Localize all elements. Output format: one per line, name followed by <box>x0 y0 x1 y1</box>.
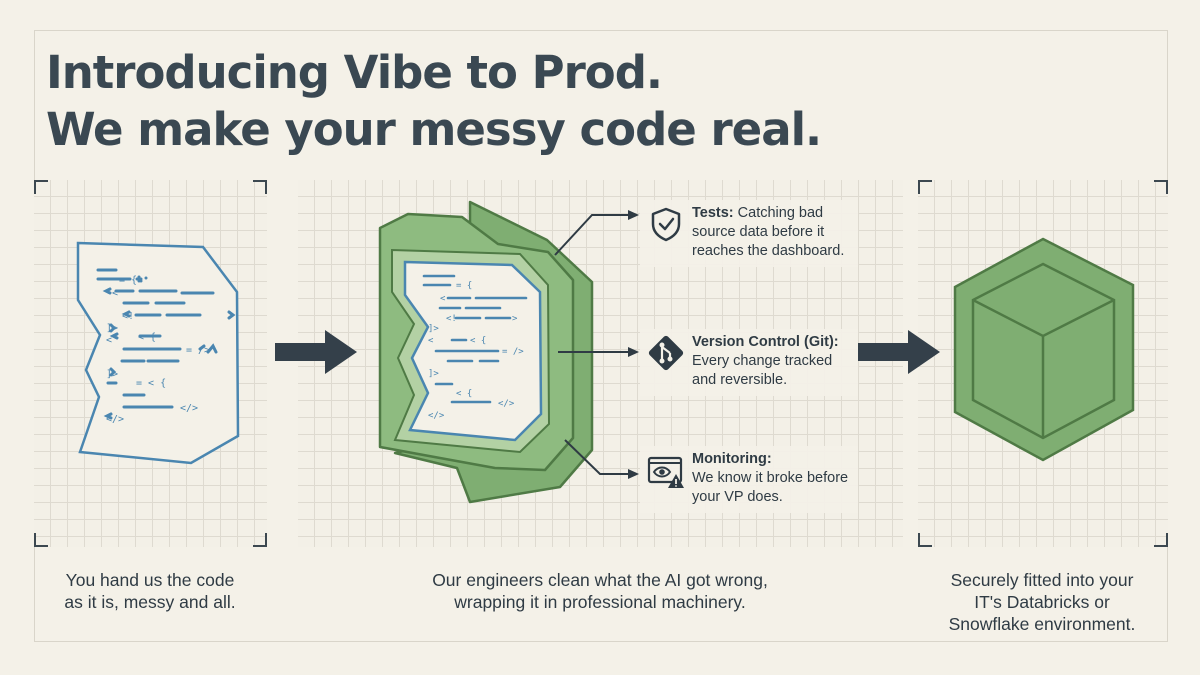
title-line-2: We make your messy code real. <box>46 103 822 156</box>
callout-version-control: Version Control (Git): Every change trac… <box>640 329 858 396</box>
clean-code-glyphs: = { < <! > ]> < < { = /> ]> < { </> </> <box>428 281 524 421</box>
svg-text:]>: ]> <box>428 324 439 334</box>
title-line-1: Introducing Vibe to Prod. <box>46 46 663 99</box>
shield-check-icon <box>651 207 681 242</box>
svg-text:= />: = /> <box>186 345 210 356</box>
corner-mark <box>253 180 267 194</box>
corner-mark <box>253 533 267 547</box>
callout-tests: Tests: Catching bad source data before i… <box>640 200 858 267</box>
svg-text:<: < <box>428 336 434 346</box>
svg-text:<: < <box>112 288 118 299</box>
caption-left: You hand us the code as it is, messy and… <box>40 569 260 613</box>
caption-middle-line-2: wrapping it in professional machinery. <box>454 592 746 612</box>
caption-left-line-2: as it is, messy and all. <box>64 592 236 612</box>
svg-text:= {: = { <box>119 275 137 286</box>
code-glyphs: = { < <! ]> < < { = /> ]> = < { </> </> <box>106 275 210 425</box>
callout-monitoring-label: Monitoring: <box>692 451 772 467</box>
svg-text:< {: < { <box>138 332 156 343</box>
svg-text:< {: < { <box>456 389 472 399</box>
svg-text:= < {: = < { <box>136 378 166 389</box>
caption-middle-line-1: Our engineers clean what the AI got wron… <box>432 570 768 590</box>
callout-monitoring-body: We know it broke before your VP does. <box>692 470 849 505</box>
callout-version-control-text: Version Control (Git): Every change trac… <box>692 333 852 390</box>
code-lines <box>96 268 236 420</box>
caption-middle: Our engineers clean what the AI got wron… <box>380 569 820 613</box>
environment-cube-icon <box>953 237 1135 462</box>
svg-text:< {: < { <box>470 336 486 346</box>
arrow-right-icon <box>275 330 357 374</box>
corner-mark <box>1154 180 1168 194</box>
svg-text:]>: ]> <box>106 323 118 334</box>
svg-text:</>: </> <box>106 414 124 425</box>
svg-text:</>: </> <box>180 403 198 414</box>
callout-connectors <box>554 210 639 479</box>
callout-version-control-body: Every change tracked and reversible. <box>692 353 833 388</box>
clean-code-lines <box>422 274 528 404</box>
corner-mark <box>1154 533 1168 547</box>
svg-text:<!: <! <box>446 314 457 324</box>
corner-mark <box>918 180 932 194</box>
svg-text:>: > <box>512 314 518 324</box>
svg-text:]>: ]> <box>428 369 439 379</box>
caption-right-line-1: Securely fitted into your <box>950 570 1134 590</box>
machinery-frame: = { < <! > ]> < < { = /> ]> < { </> </> <box>378 200 594 504</box>
caption-right-line-3: Snowflake environment. <box>948 614 1136 634</box>
caption-right-line-2: IT's Databricks or <box>974 592 1110 612</box>
callout-version-control-label: Version Control (Git): <box>692 334 839 350</box>
svg-text:= {: = { <box>456 281 472 291</box>
git-icon <box>648 335 684 371</box>
callout-monitoring-text: Monitoring: We know it broke before your… <box>692 450 852 507</box>
corner-mark <box>34 533 48 547</box>
callout-tests-text: Tests: Catching bad source data before i… <box>692 204 852 261</box>
arrow-right-icon <box>858 330 940 374</box>
eye-warning-icon <box>647 456 684 488</box>
callout-tests-body: Catching bad source data before it reach… <box>692 205 845 259</box>
messy-code-document: = { < <! ]> < < { = /> ]> = < { </> </> <box>76 241 240 465</box>
svg-text:</>: </> <box>428 411 445 421</box>
caption-right: Securely fitted into your IT's Databrick… <box>924 569 1160 635</box>
corner-mark <box>918 533 932 547</box>
svg-text:]>: ]> <box>106 369 118 380</box>
callout-monitoring: Monitoring: We know it broke before your… <box>640 446 858 513</box>
svg-text:<: < <box>440 294 446 304</box>
svg-text:<: < <box>106 335 112 346</box>
svg-text:</>: </> <box>498 399 515 409</box>
svg-text:= />: = /> <box>502 347 524 357</box>
corner-mark <box>34 180 48 194</box>
page-title: Introducing Vibe to Prod. We make your m… <box>46 44 822 158</box>
svg-text:<!: <! <box>122 311 134 322</box>
callout-tests-label: Tests: <box>692 205 734 221</box>
caption-left-line-1: You hand us the code <box>65 570 235 590</box>
